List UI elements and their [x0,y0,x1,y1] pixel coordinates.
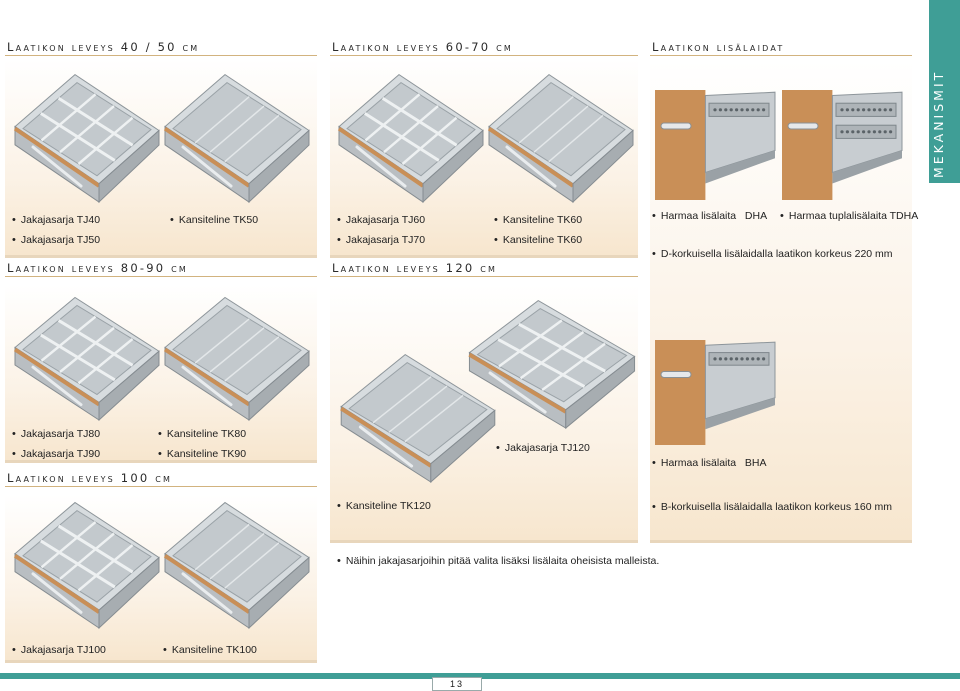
caption-b-note: B-korkuisella lisälaidalla laatikon kork… [652,501,892,513]
caption-tk50: Kansiteline TK50 [170,214,258,226]
caption-tj50: Jakajasarja TJ50 [12,234,100,246]
side-rail-image-bha [655,340,776,445]
section-rule [330,276,638,277]
caption-tj100: Jakajasarja TJ100 [12,644,106,656]
drawer-image-tj40 [13,73,160,204]
caption-tj120: Jakajasarja TJ120 [496,442,590,454]
section-rule [330,55,638,56]
section-title-60-70: Laatikon leveys 60-70 cm [332,40,513,54]
drawer-image-tj80 [13,296,160,422]
caption-bha-label: Harmaa lisälaita [660,457,737,469]
page-number: 13 [449,679,464,689]
section-title-lisalaidat: Laatikon lisälaidat [652,40,785,54]
caption-tk60-a: Kansiteline TK60 [494,214,582,226]
section-rule [5,486,317,487]
caption-tk100: Kansiteline TK100 [163,644,257,656]
caption-d-note: D-korkuisella lisälaidalla laatikon kork… [652,248,893,260]
caption-note-120: Näihin jakajasarjoihin pitää valita lisä… [337,555,659,567]
caption-tj70: Jakajasarja TJ70 [337,234,425,246]
section-title-100: Laatikon leveys 100 cm [7,471,173,485]
drawer-image-tk50 [163,73,310,204]
section-rule [5,55,317,56]
caption-dha-label: Harmaa lisälaita [660,210,737,222]
footer-bar [0,673,960,679]
section-rule [5,276,317,277]
drawer-image-tj60 [337,73,484,204]
drawer-image-tk60 [487,73,634,204]
section-rule [650,55,912,56]
caption-tj90: Jakajasarja TJ90 [12,448,100,460]
drawer-image-tj100 [13,501,160,630]
drawer-image-tk100 [163,501,310,630]
caption-tj80: Jakajasarja TJ80 [12,428,100,440]
caption-tk80: Kansiteline TK80 [158,428,246,440]
caption-tj40: Jakajasarja TJ40 [12,214,100,226]
caption-dha: Harmaa lisälaita DHA [652,210,767,222]
section-title-80-90: Laatikon leveys 80-90 cm [7,261,188,275]
caption-tk60-b: Kansiteline TK60 [494,234,582,246]
side-tab-label: MEKANISMIT [931,69,946,178]
section-title-120: Laatikon leveys 120 cm [332,261,498,275]
caption-dha-code: DHA [744,210,768,222]
section-title-40-50: Laatikon leveys 40 / 50 cm [7,40,200,54]
caption-bha-code: BHA [744,457,767,469]
caption-tdha: Harmaa tuplalisälaita TDHA [780,210,918,222]
side-rail-image-tdha [782,90,903,200]
drawer-image-tk80 [163,296,310,422]
side-tab: MEKANISMIT [929,0,960,183]
drawer-image-tj120 [468,300,636,430]
caption-bha: Harmaa lisälaita BHA [652,457,767,469]
caption-tk90: Kansiteline TK90 [158,448,246,460]
side-rail-image-dha [655,90,776,200]
caption-tj60: Jakajasarja TJ60 [337,214,425,226]
caption-tk120: Kansiteline TK120 [337,500,431,512]
drawer-image-tk120 [340,353,496,484]
